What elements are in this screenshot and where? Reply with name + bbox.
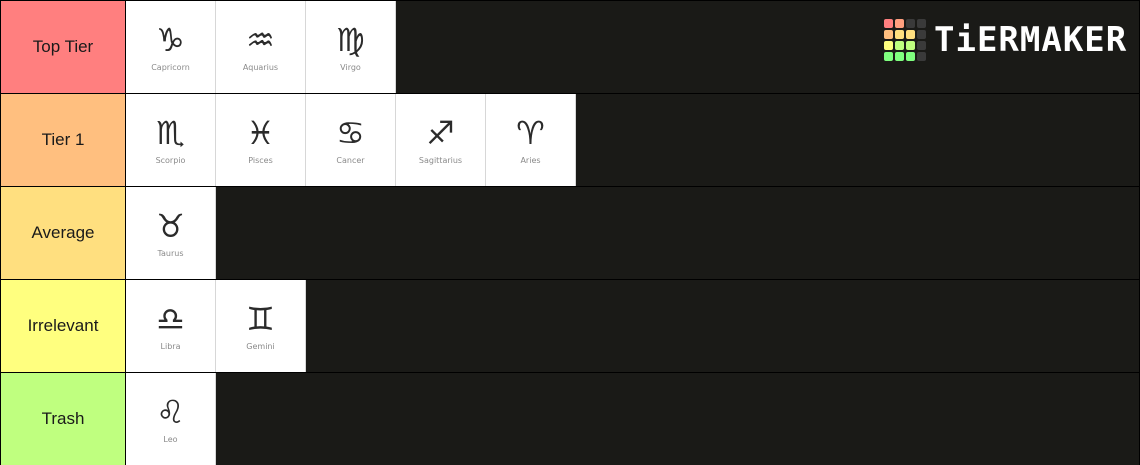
item-caption: Capricorn (151, 62, 190, 72)
tier-items: ♏ Scorpio ♓ Pisces ♋ Cancer ♐ Sagittarius ♈ Aries (126, 94, 576, 186)
logo-cell (917, 19, 926, 28)
tier-item-card[interactable]: ♊ Gemini (216, 280, 306, 372)
tier-label[interactable]: Tier 1 (1, 94, 126, 186)
tier-item-card[interactable]: ♋ Cancer (306, 94, 396, 186)
cancer-icon: ♋ (336, 113, 365, 152)
item-caption: Scorpio (155, 155, 186, 165)
tier-item-card[interactable]: ♎ Libra (126, 280, 216, 372)
tier-row: Tier 1 ♏ Scorpio ♓ Pisces ♋ Cancer ♐ Sagittarius… (1, 94, 1139, 186)
item-caption: Aquarius (242, 62, 279, 72)
item-caption: Aries (520, 155, 541, 165)
logo-cell (895, 52, 904, 61)
tier-row: Irrelevant ♎ Libra ♊ Gemini (1, 280, 1139, 372)
aquarius-icon: ♒ (246, 20, 275, 59)
tier-item-card[interactable]: ♈ Aries (486, 94, 576, 186)
logo-cell (884, 52, 893, 61)
tier-items: ♌ Leo (126, 373, 216, 465)
aries-icon: ♈ (516, 113, 545, 152)
tier-row: Trash ♌ Leo (1, 373, 1139, 465)
tier-item-card[interactable]: ♒ Aquarius (216, 1, 306, 93)
item-caption: Virgo (340, 62, 361, 72)
tier-item-card[interactable]: ♑ Capricorn (126, 1, 216, 93)
logo-cell (906, 30, 915, 39)
tier-items: ♎ Libra ♊ Gemini (126, 280, 306, 372)
logo-cell (917, 30, 926, 39)
libra-icon: ♎ (156, 299, 185, 338)
gemini-icon: ♊ (246, 299, 275, 338)
logo-cell (906, 52, 915, 61)
scorpio-icon: ♏ (156, 113, 185, 152)
tier-item-card[interactable]: ♉ Taurus (126, 187, 216, 279)
pisces-icon: ♓ (246, 113, 275, 152)
logo-grid-icon (884, 19, 926, 61)
tier-label[interactable]: Irrelevant (1, 280, 126, 372)
tiermaker-logo: TiERMAKER (884, 19, 1127, 61)
tier-items: ♑ Capricorn ♒ Aquarius ♍ Virgo (126, 1, 396, 93)
item-caption: Sagittarius (418, 155, 463, 165)
item-caption: Libra (160, 341, 181, 351)
tier-label[interactable]: Top Tier (1, 1, 126, 93)
tier-item-card[interactable]: ♍ Virgo (306, 1, 396, 93)
item-caption: Cancer (336, 155, 365, 165)
tier-row: Top Tier ♑ Capricorn ♒ Aquarius ♍ Virgo (1, 1, 1139, 93)
capricorn-icon: ♑ (156, 20, 185, 59)
item-caption: Pisces (248, 155, 273, 165)
item-caption: Gemini (246, 341, 275, 351)
item-caption: Taurus (157, 248, 184, 258)
item-caption: Leo (163, 434, 178, 444)
logo-cell (917, 41, 926, 50)
leo-icon: ♌ (156, 392, 185, 431)
taurus-icon: ♉ (156, 206, 185, 245)
tier-item-card[interactable]: ♐ Sagittarius (396, 94, 486, 186)
logo-cell (884, 41, 893, 50)
virgo-icon: ♍ (336, 20, 365, 59)
logo-cell (906, 19, 915, 28)
logo-cell (895, 30, 904, 39)
logo-cell (906, 41, 915, 50)
tier-row: Average ♉ Taurus (1, 187, 1139, 279)
logo-cell (895, 41, 904, 50)
tier-item-card[interactable]: ♌ Leo (126, 373, 216, 465)
logo-cell (884, 19, 893, 28)
logo-cell (884, 30, 893, 39)
logo-cell (895, 19, 904, 28)
tier-items: ♉ Taurus (126, 187, 216, 279)
tier-item-card[interactable]: ♏ Scorpio (126, 94, 216, 186)
tier-label[interactable]: Average (1, 187, 126, 279)
tier-label[interactable]: Trash (1, 373, 126, 465)
sagittarius-icon: ♐ (426, 113, 455, 152)
logo-cell (917, 52, 926, 61)
tier-item-card[interactable]: ♓ Pisces (216, 94, 306, 186)
logo-text: TiERMAKER (934, 20, 1128, 60)
